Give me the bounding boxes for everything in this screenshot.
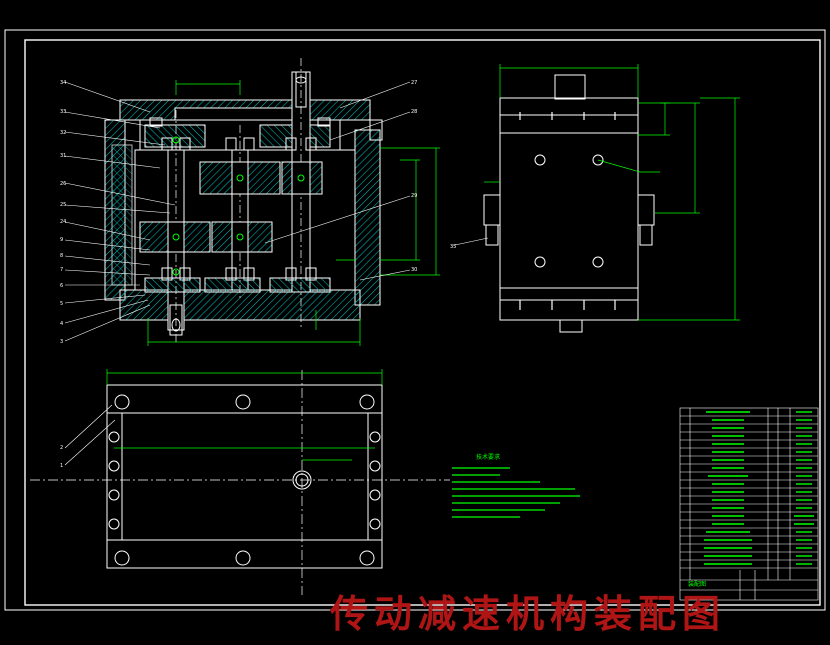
balloon-7: 7	[60, 267, 63, 273]
housing-right-flange	[369, 119, 383, 141]
inner-frame	[24, 39, 821, 606]
technical-requirements: 技术要求	[452, 453, 580, 518]
housing-bottom-hatch	[119, 289, 361, 321]
balloon-26: 26	[60, 181, 66, 187]
balloon-33: 33	[60, 109, 66, 115]
housing-top-hatch	[119, 99, 371, 121]
balloon-25: 25	[60, 202, 66, 208]
balloon-1: 1	[60, 463, 63, 469]
balloon-5: 5	[60, 301, 63, 307]
balloon-32: 32	[60, 130, 66, 136]
front-section-view: 34 33 32 31 26 25 24 9 8 7 6 5 4 3 27 28…	[60, 58, 440, 346]
balloon-29: 29	[411, 193, 417, 199]
balloon-8: 8	[60, 253, 63, 259]
drawing-title: 传动减速机构装配图	[330, 591, 727, 636]
balloon-28: 28	[411, 109, 417, 115]
housing-left-wall-outer	[111, 144, 133, 286]
balloon-2: 2	[60, 445, 63, 451]
parts-list-table	[679, 407, 819, 601]
outer-frame	[4, 29, 826, 611]
balloon-34: 34	[60, 80, 66, 86]
balloon-31: 31	[60, 153, 66, 159]
plan-view: 2 1	[30, 369, 450, 595]
balloon-24: 24	[60, 219, 66, 225]
balloon-35: 35	[450, 244, 456, 250]
side-view: 35	[450, 64, 740, 333]
balloon-3: 3	[60, 339, 63, 345]
balloon-27: 27	[411, 80, 417, 86]
balloon-30: 30	[411, 267, 417, 273]
balloon-6: 6	[60, 283, 63, 289]
title-block-label: 装配图	[688, 580, 706, 588]
balloon-9: 9	[60, 237, 63, 243]
balloon-4: 4	[60, 321, 63, 327]
notes-heading: 技术要求	[476, 453, 500, 461]
